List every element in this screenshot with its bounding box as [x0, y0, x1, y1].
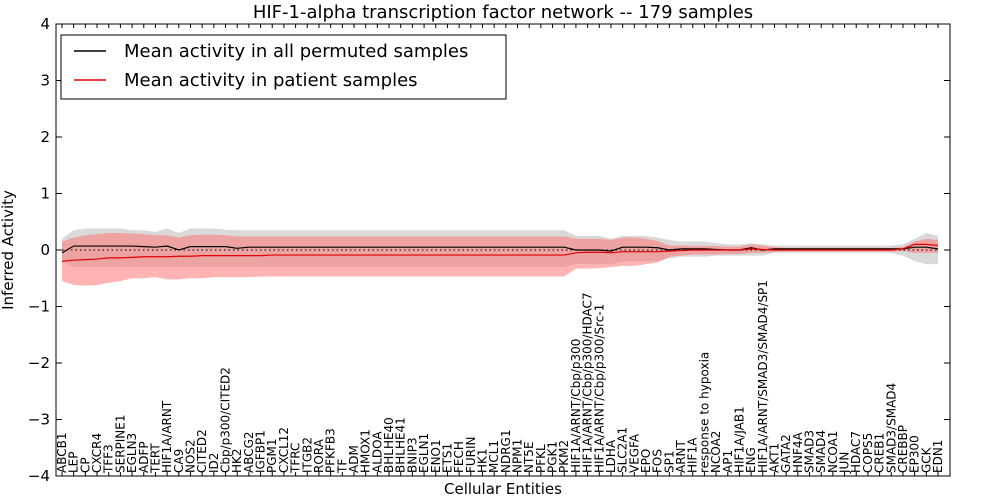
x-category-label: HMOX1 — [359, 429, 373, 473]
x-category-label: TERT — [148, 443, 162, 474]
legend-box — [60, 34, 507, 100]
chart-title: HIF-1-alpha transcription factor network… — [253, 2, 753, 23]
x-category-label: ARNT — [674, 439, 688, 473]
x-category-label: SMAD3 — [803, 430, 817, 473]
series-lines — [61, 243, 939, 262]
x-category-label: PFKL — [534, 444, 548, 473]
x-category-label: NDRG1 — [499, 430, 513, 474]
x-axis-title: Cellular Entities — [444, 480, 562, 498]
x-category-label: HK1 — [475, 448, 489, 473]
y-tick-label: −3 — [28, 411, 50, 429]
x-category-label: SP1 — [662, 451, 676, 474]
x-category-label: ITGB2 — [300, 437, 314, 473]
x-axis-category-labels: ABCB1LEPCPCXCR4TFF3SERPINE1EGLN3ADFPTERT… — [55, 24, 945, 476]
x-category-label: HIF1A/ARNT/Cbp/p300/Src-1 — [592, 304, 606, 473]
y-tick-label: −1 — [28, 298, 50, 316]
x-category-label: Cbp/p300/CITED2 — [219, 367, 233, 473]
x-category-label: NPM1 — [511, 439, 525, 473]
x-category-label: HIF1A — [686, 437, 700, 473]
y-tick-label: 4 — [40, 15, 50, 33]
series-line-patient — [61, 243, 939, 262]
x-category-label: ETS1 — [440, 443, 454, 473]
x-category-label: BHLHE40 — [382, 417, 396, 473]
x-category-label: CREBBP — [896, 425, 910, 473]
x-category-label: TFF3 — [102, 444, 116, 474]
y-tick-label: 3 — [40, 72, 50, 90]
x-category-label: EP300 — [908, 435, 922, 473]
x-category-label: ADM — [347, 445, 361, 473]
x-category-label: ABCB1 — [55, 433, 69, 473]
x-category-label: BHLHE41 — [394, 417, 408, 473]
x-category-label: ID2 — [207, 453, 221, 473]
x-category-label: FOS — [651, 449, 665, 473]
x-category-label: CXCR4 — [90, 433, 104, 473]
x-category-label: BNIP3 — [405, 437, 419, 473]
x-category-label: EPO — [639, 449, 653, 473]
x-category-label: SLC2A1 — [616, 427, 630, 473]
x-category-label: HIF1A/ARNT/SMAD3/SMAD4/SP1 — [756, 280, 770, 473]
x-category-label: PGK1 — [546, 441, 560, 473]
y-axis-ticks: 4 3 2 1 0 −1 −2 −3 −4 — [28, 15, 950, 485]
x-category-label: IGFBP1 — [254, 430, 268, 473]
x-category-label: NT5E — [522, 441, 536, 473]
x-category-label: ENO1 — [429, 439, 443, 473]
x-category-label: SMAD3/SMAD4 — [884, 383, 898, 473]
x-category-label: HIF1A/ARNT — [160, 400, 174, 473]
x-category-label: FECH — [452, 441, 466, 473]
y-axis-title: Inferred Activity — [0, 190, 17, 310]
y-tick-label: −4 — [28, 467, 50, 485]
x-category-label: ALDOA — [370, 431, 384, 473]
x-category-label: HDAC7 — [849, 431, 863, 473]
x-category-label: CITED2 — [195, 429, 209, 473]
x-category-label: CXCL12 — [277, 427, 291, 473]
x-category-label: EGLN1 — [417, 433, 431, 473]
x-category-label: COPS5 — [861, 433, 875, 473]
legend-label-patient: Mean activity in patient samples — [124, 70, 418, 91]
x-category-label: VEGFA — [627, 433, 641, 473]
x-category-label: EGLN3 — [125, 433, 139, 473]
series-line-permuted — [61, 245, 939, 254]
x-category-label: HK2 — [230, 448, 244, 473]
x-category-label: ADFP — [137, 441, 151, 473]
y-tick-label: 0 — [40, 241, 50, 259]
x-category-label: CP — [78, 457, 92, 473]
x-category-label: HIF1A/ARNT/Cbp/p300/HDAC7 — [581, 292, 595, 473]
x-category-label: AP1 — [721, 450, 735, 473]
x-category-label: JUN — [838, 452, 852, 474]
x-category-label: LDHA — [604, 439, 618, 473]
x-category-label: TFRC — [289, 443, 303, 474]
x-category-label: ENG — [744, 447, 758, 473]
x-category-label: HIF1A/ARNT/Cbp/p300 — [569, 339, 583, 473]
x-category-label: LEP — [67, 451, 81, 473]
x-category-label: RORA — [312, 438, 326, 473]
x-category-label: GCK — [919, 446, 933, 473]
x-category-label: FURIN — [464, 436, 478, 473]
x-category-label: SMAD4 — [814, 430, 828, 473]
x-category-label: EDN1 — [931, 440, 945, 473]
x-category-label: MCL1 — [487, 440, 501, 473]
x-category-label: ABCG2 — [242, 431, 256, 473]
x-category-label: PGM1 — [265, 438, 279, 473]
y-tick-label: −2 — [28, 354, 50, 372]
x-category-label: CA9 — [172, 449, 186, 473]
x-category-label: HIF1A/JAB1 — [732, 406, 746, 473]
x-category-label: PKM2 — [557, 440, 571, 473]
band-patient — [62, 233, 938, 286]
x-category-label: NOS2 — [183, 439, 197, 473]
x-category-label: TF — [335, 459, 349, 474]
x-category-label: NCOA2 — [709, 431, 723, 473]
x-category-label: NCOA1 — [826, 431, 840, 473]
x-category-label: SERPINE1 — [113, 414, 127, 473]
x-category-label: HNF4A — [791, 431, 805, 473]
x-category-label: response to hypoxia — [697, 352, 711, 473]
x-category-label: GATA2 — [779, 434, 793, 473]
y-tick-label: 1 — [40, 185, 50, 203]
x-category-label: AKT1 — [767, 443, 781, 473]
legend-label-permuted: Mean activity in all permuted samples — [124, 41, 468, 62]
x-category-label: CREB1 — [873, 433, 887, 473]
chart-legend: Mean activity in all permuted samples Me… — [60, 34, 507, 100]
y-tick-label: 2 — [40, 128, 50, 146]
x-category-label: PFKFB3 — [324, 428, 338, 473]
